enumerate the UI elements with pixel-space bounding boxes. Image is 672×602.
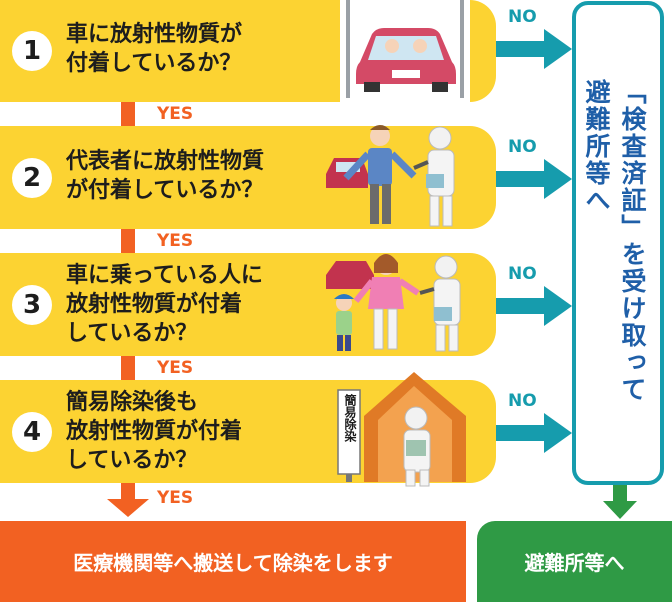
step-4-box: 4 簡易除染後も 放射性物質が付着 しているか？ 簡易除染 xyxy=(0,372,496,487)
family-inspection-illustration xyxy=(326,254,461,352)
shelter-outcome-box: 避難所等へ xyxy=(477,521,672,602)
tent-sign: 簡易除染 xyxy=(343,394,357,442)
step-4-no-arrow xyxy=(496,413,572,453)
step-1-no-label: NO xyxy=(508,7,537,27)
car-illustration xyxy=(340,0,470,102)
step-3-no-arrow xyxy=(496,286,572,326)
decontaminate-outcome-box: 医療機関等へ搬送して除染をします xyxy=(0,521,466,602)
step-4-no-label: NO xyxy=(508,391,537,411)
step-1-yes-label: YES xyxy=(157,104,194,124)
step-1-number: 1 xyxy=(12,31,52,71)
yes-connector-2 xyxy=(121,229,135,253)
decontamination-tent-illustration xyxy=(337,372,466,487)
inspection-illustration xyxy=(326,125,455,227)
step-4-question: 簡易除染後も 放射性物質が付着 しているか？ xyxy=(66,390,243,473)
sidebar-down-arrow xyxy=(603,485,637,519)
step-3-box: 3 車に乗っている人に 放射性物質が付着 しているか？ xyxy=(0,253,496,356)
step-2-box: 2 代表者に放射性物質 が付着しているか？ xyxy=(0,125,496,229)
step-3-no-label: NO xyxy=(508,264,537,284)
step-4-yes-label: YES xyxy=(157,488,194,508)
step-2-no-arrow xyxy=(496,159,572,199)
step-1-no-arrow xyxy=(496,29,572,69)
step-2-number: 2 xyxy=(12,158,52,198)
sidebar-box: 「検査済証」を受け取って 避難所等へ xyxy=(572,1,664,485)
yes-arrow-final xyxy=(107,483,149,517)
yes-connector-3 xyxy=(121,356,135,380)
step-2-no-label: NO xyxy=(508,137,537,157)
step-3-number: 3 xyxy=(12,285,52,325)
step-3-question: 車に乗っている人に 放射性物質が付着 しているか？ xyxy=(66,263,263,346)
step-3-yes-label: YES xyxy=(157,358,194,378)
step-1-question: 車に放射性物質が 付着しているか？ xyxy=(66,22,243,76)
step-2-yes-label: YES xyxy=(157,231,194,251)
step-2-question: 代表者に放射性物質 が付着しているか？ xyxy=(66,149,265,203)
yes-connector-1 xyxy=(121,102,135,126)
step-1-box: 1 車に放射性物質が 付着しているか？ xyxy=(0,0,496,102)
step-4-number: 4 xyxy=(12,412,52,452)
sidebar-line-2: 避難所等へ xyxy=(582,79,611,214)
sidebar-line-1: 「検査済証」を受け取って xyxy=(618,79,647,403)
